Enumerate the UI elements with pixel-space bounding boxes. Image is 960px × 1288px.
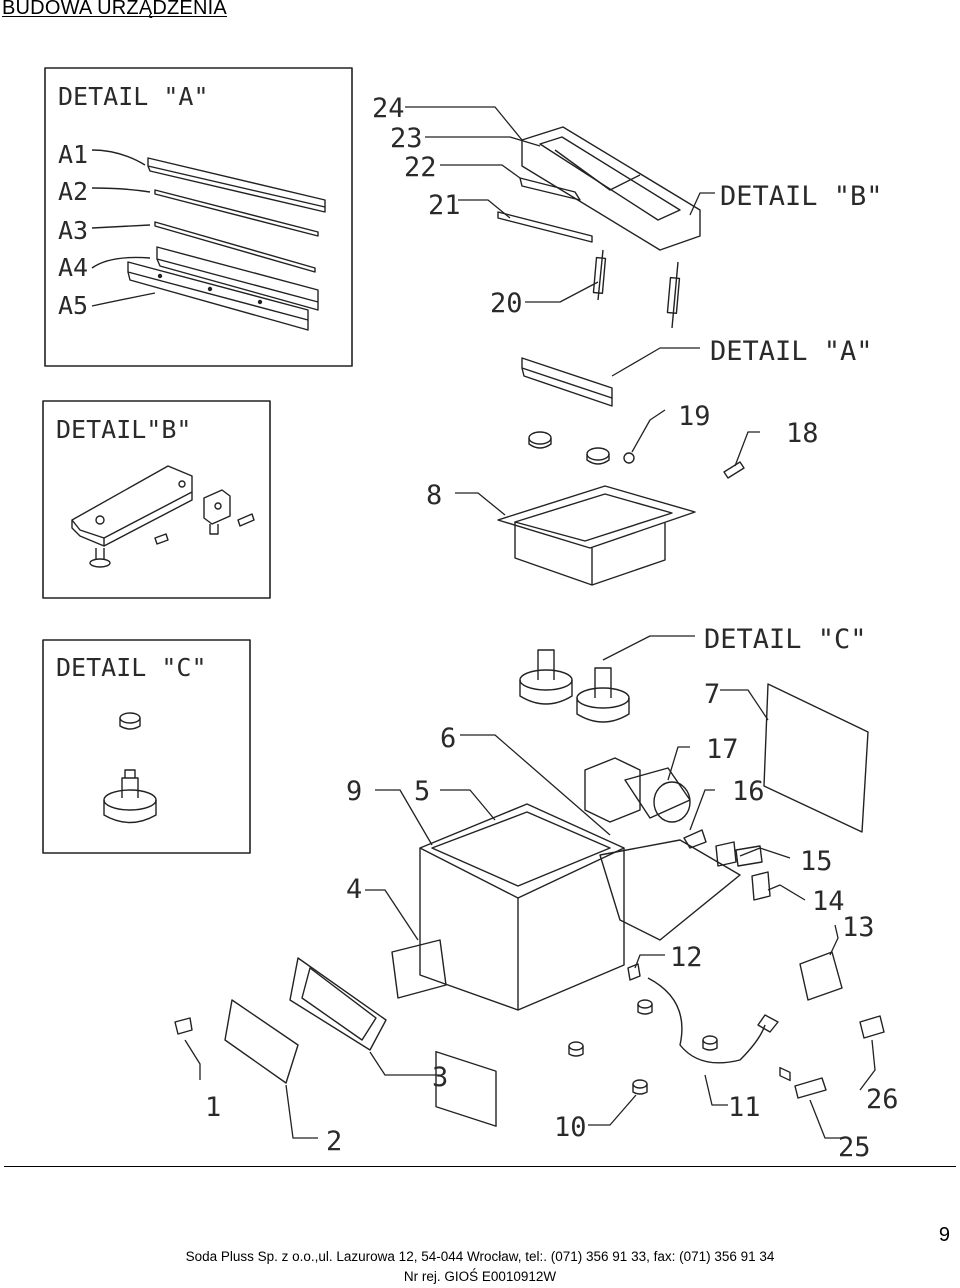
exploded-assembly-drawing: DETAIL "A" A1 A2 A3 A4 A5 — [42, 67, 899, 1163]
page-heading: BUDOWA URZĄDZENIA — [2, 0, 227, 20]
callout-4: 4 — [346, 874, 362, 905]
back-panel-part-7 — [763, 683, 869, 1082]
callout-12: 12 — [670, 942, 703, 973]
callout-11: 11 — [728, 1092, 761, 1123]
misc-parts — [568, 845, 885, 1099]
callout-26: 26 — [866, 1084, 899, 1115]
callout-16: 16 — [732, 776, 765, 807]
chamber-part-8 — [497, 431, 745, 586]
footer-address: Soda Pluss Sp. z o.o.,ul. Lazurowa 12, 5… — [185, 1249, 775, 1264]
callout-9: 9 — [346, 776, 362, 807]
pump-heads — [519, 649, 630, 723]
detail-b-box: DETAIL"B" — [42, 400, 271, 599]
callout-15: 15 — [800, 846, 833, 877]
part-label-a1: A1 — [58, 140, 88, 169]
part-label-a5: A5 — [58, 291, 88, 320]
callout-22: 22 — [404, 152, 437, 183]
callout-14: 14 — [812, 886, 845, 917]
callout-8: 8 — [426, 480, 442, 511]
housing-part-5 — [419, 803, 625, 1127]
detail-a-title: DETAIL "A" — [58, 82, 209, 111]
callout-detail-b: DETAIL "B" — [720, 181, 883, 212]
detail-c-title: DETAIL "C" — [56, 653, 207, 682]
callout-13: 13 — [842, 912, 875, 943]
lid-assembly — [497, 126, 701, 407]
motor-assembly — [584, 757, 771, 901]
callout-24: 24 — [372, 93, 405, 124]
callout-1: 1 — [205, 1092, 221, 1123]
front-panels — [174, 939, 447, 1084]
footer-registration: Nr rej. GIOŚ E0010912W — [403, 1269, 557, 1284]
detail-a-box: DETAIL "A" A1 A2 A3 A4 A5 — [44, 67, 353, 367]
detail-c-box: DETAIL "C" — [42, 639, 251, 854]
callout-detail-c: DETAIL "C" — [704, 624, 867, 655]
callout-23: 23 — [390, 123, 423, 154]
part-label-a4: A4 — [58, 253, 88, 282]
callout-17: 17 — [706, 734, 739, 765]
base-plate-part-6 — [599, 839, 741, 941]
detail-b-title: DETAIL"B" — [56, 415, 191, 444]
callout-6: 6 — [440, 723, 456, 754]
callout-5: 5 — [414, 776, 430, 807]
callout-10: 10 — [554, 1112, 587, 1143]
callout-detail-a: DETAIL "A" — [710, 336, 873, 367]
callout-leader-lines — [184, 106, 876, 1139]
part-label-a2: A2 — [58, 177, 88, 206]
part-label-a3: A3 — [58, 216, 88, 245]
callout-21: 21 — [428, 190, 461, 221]
footer-divider — [4, 1166, 956, 1167]
callout-19: 19 — [678, 401, 711, 432]
page-number: 9 — [938, 1224, 950, 1246]
callout-7: 7 — [704, 679, 720, 710]
callout-3: 3 — [432, 1062, 448, 1093]
callout-20: 20 — [490, 288, 523, 319]
callout-25: 25 — [838, 1132, 871, 1163]
callout-18: 18 — [786, 418, 819, 449]
callout-2: 2 — [326, 1126, 342, 1157]
